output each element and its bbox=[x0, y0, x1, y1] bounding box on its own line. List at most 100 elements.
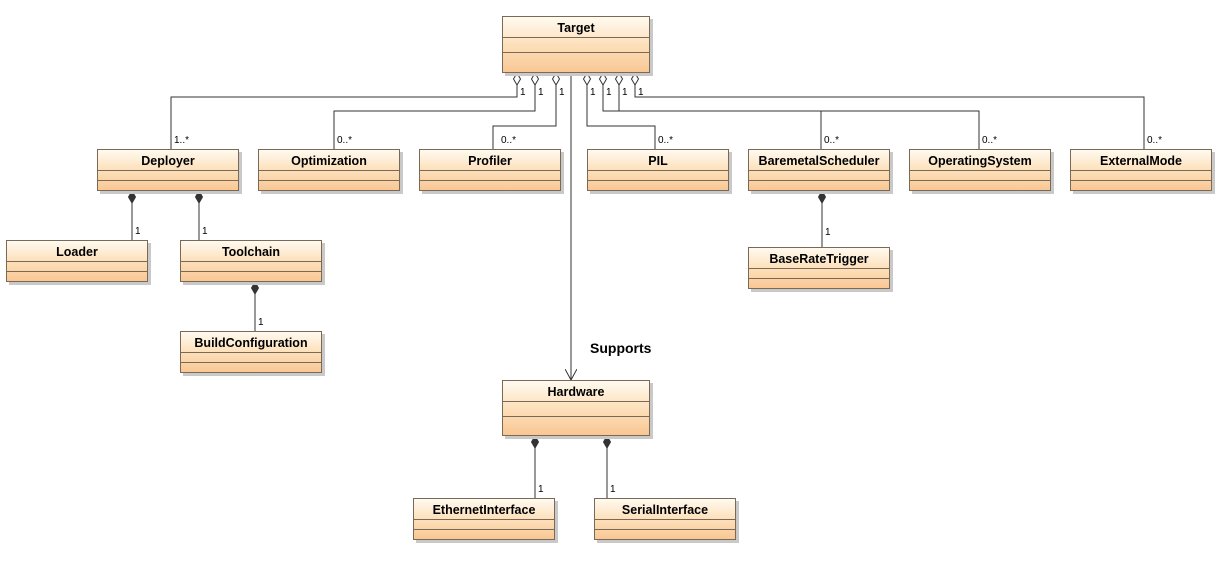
aggregation-diamond-baremetal bbox=[598, 72, 608, 86]
class-deployer[interactable]: Deployer bbox=[97, 149, 239, 191]
class-divider bbox=[181, 271, 321, 272]
mult-baremetal-baseratetrigger: 1 bbox=[825, 227, 831, 238]
class-divider bbox=[749, 180, 889, 181]
class-name: BaseRateTrigger bbox=[769, 252, 869, 266]
class-optimization[interactable]: Optimization bbox=[258, 149, 400, 191]
class-hardware[interactable]: Hardware bbox=[502, 380, 650, 436]
class-divider bbox=[420, 170, 560, 171]
class-divider bbox=[181, 352, 321, 353]
class-divider bbox=[259, 180, 399, 181]
aggregation-diamond-externalmode bbox=[630, 72, 640, 86]
mult-target-os-target: 0..* bbox=[982, 135, 998, 146]
mult-target-profiler-target: 0..* bbox=[501, 135, 517, 146]
class-profiler[interactable]: Profiler bbox=[419, 149, 561, 191]
class-divider bbox=[7, 271, 147, 272]
aggregation-diamond-deployer bbox=[512, 72, 522, 86]
class-divider bbox=[259, 170, 399, 171]
mult-target-pil-target: 0..* bbox=[658, 135, 674, 146]
mult-target-deployer-source: 1 bbox=[520, 87, 526, 98]
class-name: BaremetalScheduler bbox=[758, 154, 880, 168]
class-name: Hardware bbox=[547, 385, 605, 399]
class-divider bbox=[595, 529, 735, 530]
class-name: BuildConfiguration bbox=[194, 336, 308, 350]
class-divider bbox=[503, 401, 649, 402]
class-build-configuration[interactable]: BuildConfiguration bbox=[180, 331, 322, 373]
mult-hardware-ethernet: 1 bbox=[538, 484, 544, 495]
composition-diamond-loader bbox=[127, 190, 137, 204]
composition-diamond-toolchain bbox=[194, 190, 204, 204]
class-divider bbox=[503, 37, 649, 38]
mult-target-profiler-source: 1 bbox=[559, 87, 565, 98]
assoc-line-target-pil bbox=[586, 85, 656, 149]
mult-hardware-serial: 1 bbox=[610, 484, 616, 495]
class-external-mode[interactable]: ExternalMode bbox=[1070, 149, 1212, 191]
assoc-line-target-deployer bbox=[170, 85, 518, 149]
class-name: Profiler bbox=[468, 154, 512, 168]
mult-target-optimization-source: 1 bbox=[538, 87, 544, 98]
class-name: OperatingSystem bbox=[928, 154, 1032, 168]
mult-toolchain-buildconfig: 1 bbox=[258, 317, 264, 328]
mult-target-externalmode-target: 0..* bbox=[1147, 135, 1163, 146]
class-divider bbox=[414, 519, 554, 520]
assoc-label-supports: Supports bbox=[590, 340, 652, 356]
composition-diamond-serial bbox=[602, 435, 612, 449]
class-name: Deployer bbox=[141, 154, 195, 168]
class-divider bbox=[588, 180, 728, 181]
class-divider bbox=[910, 170, 1050, 171]
aggregation-diamond-profiler bbox=[551, 72, 561, 86]
composition-diamond-ethernet bbox=[530, 435, 540, 449]
assoc-line-target-os bbox=[618, 85, 980, 149]
mult-target-pil-source: 1 bbox=[590, 87, 596, 98]
class-name: Target bbox=[557, 21, 595, 35]
class-name: PIL bbox=[648, 154, 668, 168]
class-operating-system[interactable]: OperatingSystem bbox=[909, 149, 1051, 191]
class-serial-interface[interactable]: SerialInterface bbox=[594, 498, 736, 540]
mult-target-deployer-target: 1..* bbox=[174, 135, 190, 146]
composition-diamond-baseratetrigger bbox=[817, 190, 827, 204]
class-divider bbox=[1071, 170, 1211, 171]
mult-target-optimization-target: 0..* bbox=[337, 135, 353, 146]
class-divider bbox=[910, 180, 1050, 181]
class-name: ExternalMode bbox=[1100, 154, 1182, 168]
class-divider bbox=[98, 170, 238, 171]
class-name: Loader bbox=[56, 245, 98, 259]
class-divider bbox=[181, 261, 321, 262]
mult-target-externalmode-source: 1 bbox=[638, 87, 644, 98]
class-divider bbox=[595, 519, 735, 520]
mult-deployer-toolchain: 1 bbox=[202, 226, 208, 237]
class-pil[interactable]: PIL bbox=[587, 149, 729, 191]
class-base-rate-trigger[interactable]: BaseRateTrigger bbox=[748, 247, 890, 289]
class-target[interactable]: Target bbox=[502, 16, 650, 73]
class-loader[interactable]: Loader bbox=[6, 240, 148, 282]
class-divider bbox=[414, 529, 554, 530]
class-divider bbox=[181, 362, 321, 363]
class-baremetal-scheduler[interactable]: BaremetalScheduler bbox=[748, 149, 890, 191]
class-divider bbox=[749, 268, 889, 269]
aggregation-diamond-os bbox=[614, 72, 624, 86]
mult-target-baremetal-target: 0..* bbox=[824, 135, 840, 146]
class-divider bbox=[7, 261, 147, 262]
assoc-line-target-baremetal bbox=[602, 85, 822, 149]
aggregation-diamond-optimization bbox=[530, 72, 540, 86]
assoc-line-target-externalmode bbox=[634, 85, 1145, 149]
class-name: Optimization bbox=[291, 154, 367, 168]
mult-target-baremetal-source: 1 bbox=[606, 87, 612, 98]
assoc-line-target-profiler bbox=[492, 85, 557, 149]
class-divider bbox=[98, 180, 238, 181]
composition-diamond-buildconfig bbox=[250, 281, 260, 295]
mult-target-os-source: 1 bbox=[622, 87, 628, 98]
assoc-line-target-optimization bbox=[333, 85, 536, 149]
aggregation-diamond-pil bbox=[582, 72, 592, 86]
class-toolchain[interactable]: Toolchain bbox=[180, 240, 322, 282]
mult-deployer-loader: 1 bbox=[135, 226, 141, 237]
class-divider bbox=[503, 52, 649, 53]
class-divider bbox=[749, 170, 889, 171]
class-ethernet-interface[interactable]: EthernetInterface bbox=[413, 498, 555, 540]
class-name: Toolchain bbox=[221, 245, 281, 259]
class-divider bbox=[1071, 180, 1211, 181]
class-divider bbox=[420, 180, 560, 181]
class-divider bbox=[503, 416, 649, 417]
class-name: EthernetInterface bbox=[432, 503, 536, 517]
class-name: SerialInterface bbox=[621, 503, 709, 517]
